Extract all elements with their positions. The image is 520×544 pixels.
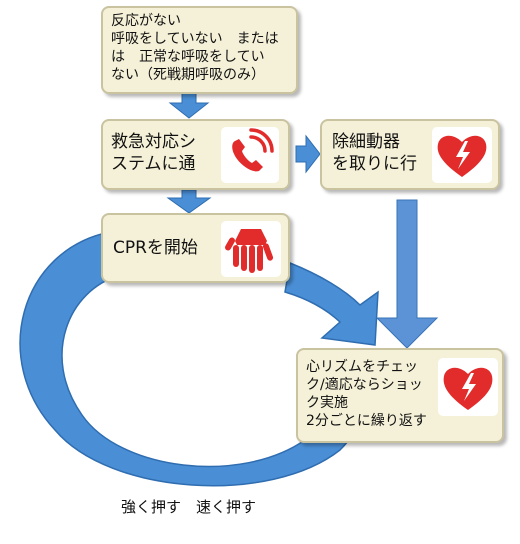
step-get-aed: 除細動器 を取りに行 <box>320 119 500 190</box>
heart-lightning-icon <box>432 127 492 183</box>
step-check-rhythm: 心リズムをチェッ ク/適応ならショッ ク実施 2分ごとに繰り返す <box>296 348 504 443</box>
step-start-cpr: CPRを開始 <box>101 213 290 283</box>
arrow-down-aed <box>375 199 439 349</box>
step-no-response-text: 反応がない 呼吸をしていない または は 正常な呼吸をしてい ない（死戦期呼吸の… <box>111 13 279 83</box>
arrow-down-1 <box>168 92 210 119</box>
step-start-cpr-text: CPRを開始 <box>113 238 198 258</box>
loop-label: 強く押す 速く押す <box>121 498 257 516</box>
phone-icon <box>221 127 279 183</box>
step-check-rhythm-text: 心リズムをチェッ ク/適応ならショッ ク実施 2分ごとに繰り返す <box>306 359 427 429</box>
heart-lightning-icon <box>438 358 498 416</box>
step-no-response: 反応がない 呼吸をしていない または は 正常な呼吸をしてい ない（死戦期呼吸の… <box>101 6 298 94</box>
step-call-ems: 救急対応シ ステムに通 <box>101 119 290 190</box>
step-call-ems-text: 救急対応シ ステムに通 <box>111 132 196 174</box>
step-get-aed-text: 除細動器 を取りに行 <box>332 132 417 174</box>
cpr-loop-arrowhead <box>284 261 379 346</box>
arrow-right <box>295 134 321 174</box>
hands-cpr-icon <box>221 221 281 277</box>
arrow-down-2 <box>166 189 212 214</box>
